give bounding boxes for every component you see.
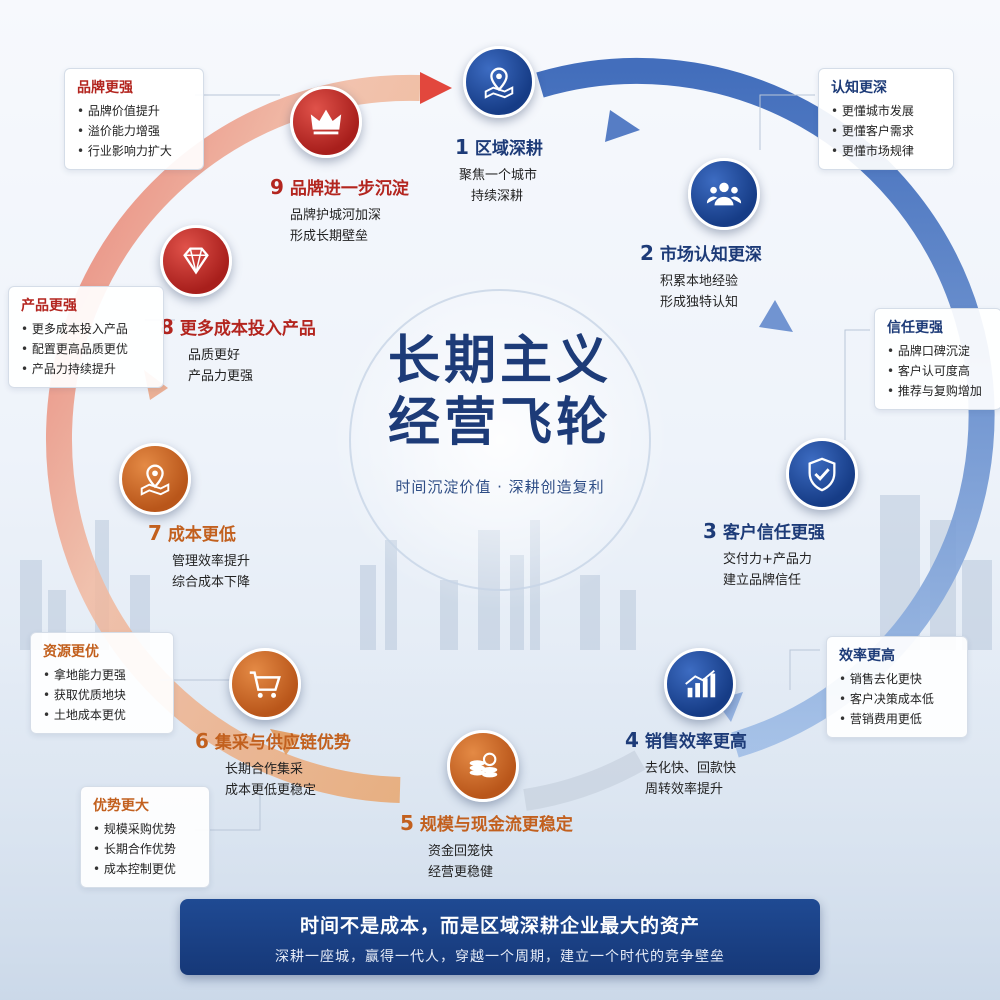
box-efficiency-higher: 效率更高 销售去化更快客户决策成本低营销费用更低 [826,636,968,738]
coins-icon [447,730,519,802]
box-brand-stronger: 品牌更强 品牌价值提升溢价能力增强行业影响力扩大 [64,68,204,170]
crown-icon [290,86,362,158]
flywheel-title-block: 长期主义 经营飞轮 时间沉淀价值 · 深耕创造复利 [320,330,680,497]
cycle-arrow-warm [45,74,421,803]
banner-main-text: 时间不是成本，而是区域深耕企业最大的资产 [299,915,700,937]
bottom-banner: 时间不是成本，而是区域深耕企业最大的资产 深耕一座城，赢得一代人，穿越一个周期，… [180,899,820,975]
cycle-arrow-gray [523,750,646,811]
people-icon [688,158,760,230]
cart-icon [229,648,301,720]
box-cognition-deeper: 认知更深 更懂城市发展更懂客户需求更懂市场规律 [818,68,954,170]
box-product-stronger: 产品更强 更多成本投入产品配置更高品质更优产品力持续提升 [8,286,164,388]
box-trust-stronger: 信任更强 品牌口碑沉淀客户认可度高推荐与复购增加 [874,308,1000,410]
box-resource-better: 资源更优 拿地能力更强获取优质地块土地成本更优 [30,632,174,734]
shield-check-icon [786,438,858,510]
map-pin-icon [463,46,535,118]
bar-chart-icon [664,648,736,720]
main-subtitle: 时间沉淀价值 · 深耕创造复利 [395,478,605,496]
main-title-line2: 经营飞轮 [387,392,612,453]
location-map-icon [119,443,191,515]
diamond-icon [160,225,232,297]
main-title-line1: 长期主义 [387,330,612,391]
box-advantage-greater: 优势更大 规模采购优势长期合作优势成本控制更优 [80,786,210,888]
banner-sub-text: 深耕一座城，赢得一代人，穿越一个周期，建立一个时代的竞争壁垒 [275,949,725,965]
